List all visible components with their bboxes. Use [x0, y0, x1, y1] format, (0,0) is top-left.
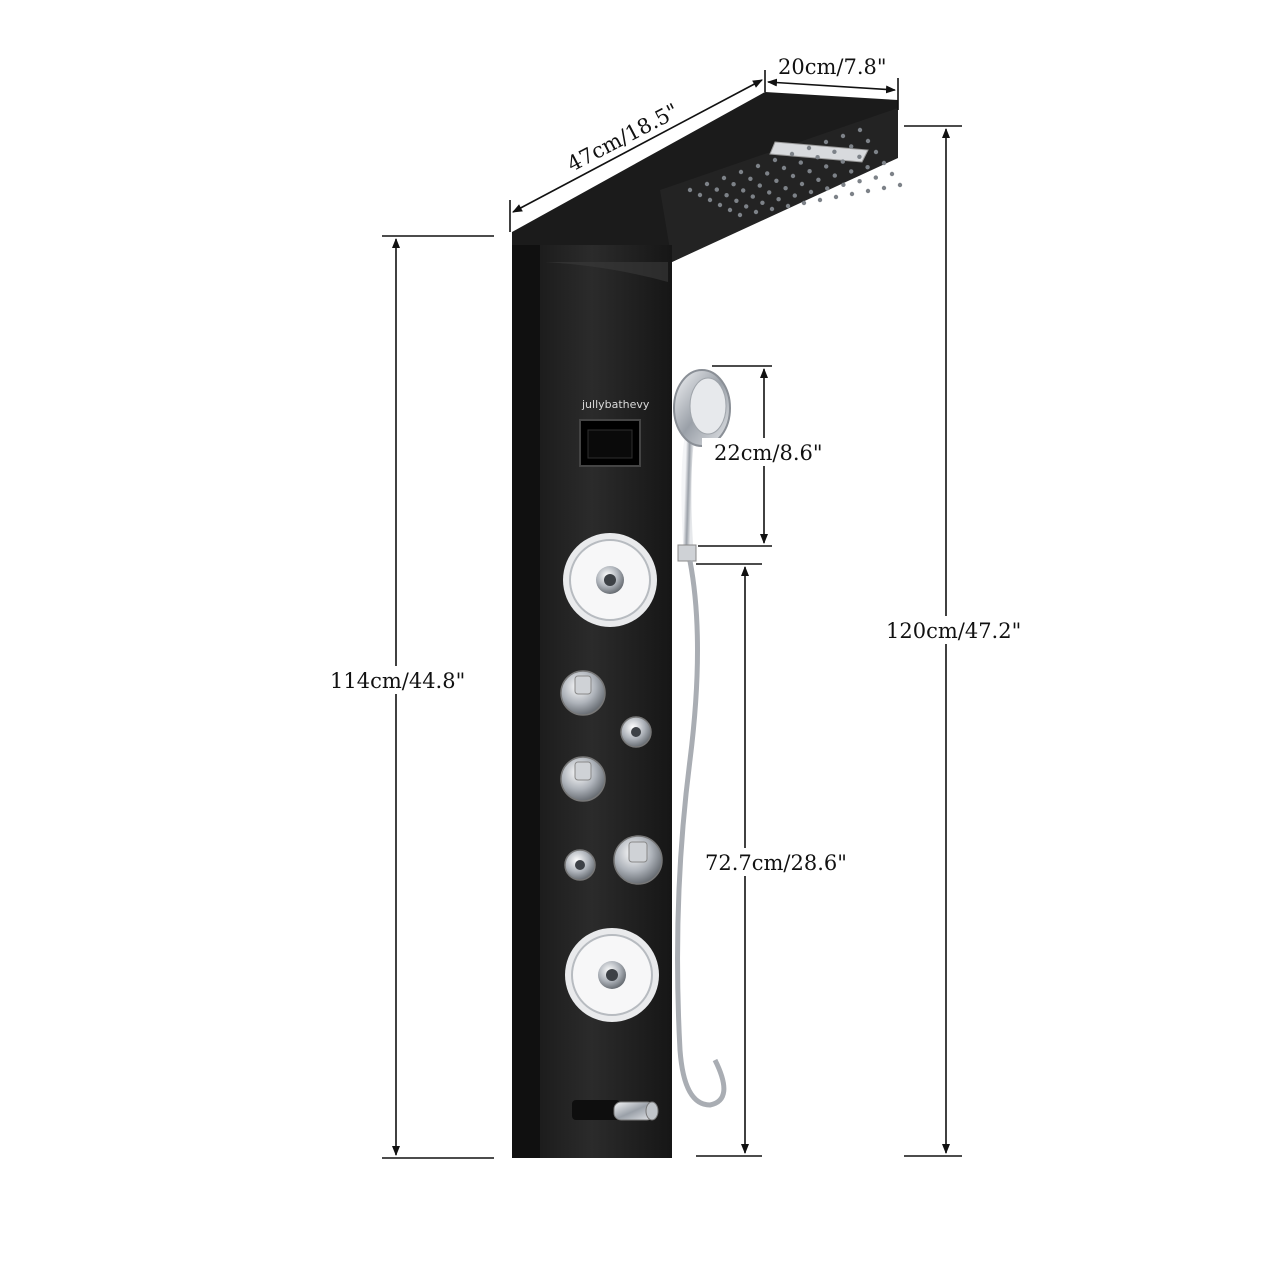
nozzle-dot — [760, 200, 765, 205]
nozzle-dot — [767, 190, 772, 195]
head-width-label: 20cm/7.8" — [778, 55, 887, 79]
nozzle-dot — [832, 149, 837, 154]
nozzle-dot — [841, 182, 846, 187]
nozzle-dot — [865, 188, 871, 194]
thermostat-knob — [613, 835, 663, 885]
nozzle-dot — [734, 198, 739, 203]
nozzle-dot — [840, 159, 845, 164]
nozzle-dot — [744, 204, 749, 209]
body-jet-2 — [564, 849, 596, 881]
nozzle-dot — [833, 194, 839, 200]
panel-height-label: 114cm/44.8" — [330, 669, 465, 693]
waterfall-slot — [769, 141, 869, 163]
nozzle-dot — [769, 206, 775, 212]
nozzle-dot — [727, 207, 733, 213]
nozzle-dot — [697, 192, 703, 198]
nozzle-dot — [807, 169, 812, 174]
nozzle-dot — [873, 149, 879, 155]
nozzle-dot — [724, 193, 729, 198]
massage-jet-lower — [565, 928, 659, 1022]
nozzle-dot — [783, 186, 788, 191]
nozzle-dot — [817, 197, 823, 203]
nozzle-dot — [781, 165, 787, 171]
nozzle-dot — [825, 186, 830, 191]
nozzle-dot — [801, 200, 807, 206]
massage-jet-upper — [563, 533, 657, 627]
nozzle-dot — [774, 178, 779, 183]
nozzle-dot — [857, 154, 862, 159]
nozzle-dot — [798, 160, 803, 165]
nozzle-dot — [785, 203, 791, 209]
nozzle-dot — [772, 157, 778, 163]
nozzle-dot — [815, 155, 820, 160]
shower-panel: jullybathevy — [512, 92, 903, 1158]
diverter-knob-2 — [560, 756, 606, 802]
handheld-height-label: 22cm/8.6" — [714, 441, 823, 465]
nozzle-dot — [808, 189, 814, 195]
nozzle-dot — [881, 160, 887, 166]
nozzle-dot — [832, 173, 837, 178]
nozzle-dot — [750, 194, 755, 199]
handheld-shower — [673, 369, 731, 1108]
nozzle-dot — [824, 164, 829, 169]
nozzle-dot — [849, 144, 854, 149]
nozzle-dot — [849, 169, 854, 174]
nozzle-dot — [765, 171, 770, 176]
body-jet-1 — [620, 716, 652, 748]
nozzle-dot — [757, 183, 762, 188]
nozzle-dot — [873, 175, 878, 180]
total-height-label: 120cm/47.2" — [886, 619, 1021, 643]
nozzle-dot — [731, 182, 736, 187]
nozzle-dot — [881, 185, 887, 191]
nozzle-dot — [737, 212, 743, 218]
diverter-knob-1 — [560, 670, 606, 716]
nozzle-dot — [857, 179, 862, 184]
shower-hose — [675, 560, 727, 1108]
nozzle-dot — [714, 187, 719, 192]
panel-side — [512, 245, 540, 1158]
nozzle-dot — [849, 191, 855, 197]
nozzle-dot — [792, 193, 797, 198]
nozzle-dot — [748, 176, 753, 181]
nozzle-dot — [823, 139, 829, 145]
nozzle-dot — [857, 127, 863, 133]
nozzle-dot — [806, 145, 812, 151]
brand-label: jullybathevy — [581, 398, 650, 411]
nozzle-dot — [741, 188, 746, 193]
nozzle-dot — [776, 197, 781, 202]
nozzle-dot — [687, 187, 693, 193]
nozzle-dot — [738, 169, 744, 175]
nozzle-dot — [897, 182, 903, 188]
nozzle-dot — [799, 181, 805, 187]
nozzle-dot — [789, 151, 795, 157]
nozzle-dot — [840, 133, 846, 139]
nozzle-dot — [816, 177, 821, 182]
nozzle-dot — [889, 171, 895, 177]
nozzle-dot — [704, 181, 710, 187]
nozzle-dot — [721, 175, 727, 181]
nozzle-dot — [865, 138, 871, 144]
hose-bracket-height-label: 72.7cm/28.6" — [705, 851, 847, 875]
rain-head — [660, 108, 898, 262]
nozzle-dot — [753, 209, 759, 215]
nozzle-dot — [865, 165, 870, 170]
nozzle-dot — [755, 163, 761, 169]
tub-spout — [572, 1100, 659, 1121]
nozzle-dot — [790, 173, 796, 179]
nozzle-dot — [707, 197, 713, 203]
nozzle-dot — [717, 202, 723, 208]
